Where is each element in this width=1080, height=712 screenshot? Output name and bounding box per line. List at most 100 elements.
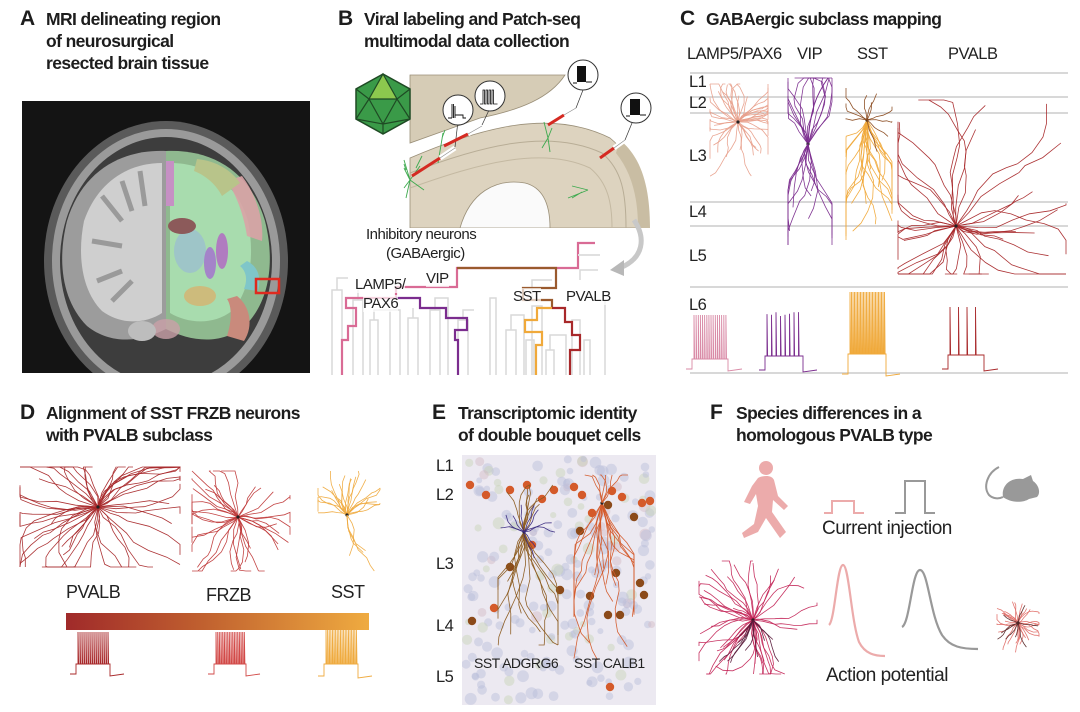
background-nucleus [518,584,528,593]
labeled-cell-dot [603,500,613,510]
tree-root-label: (GABAergic) [386,245,465,262]
background-nucleus [476,668,486,679]
sst-spike-trace [842,291,901,377]
pvalb-neuron [19,466,181,568]
background-nucleus [529,529,537,536]
neuron-morphologies [19,466,381,679]
background-nucleus [637,544,650,557]
background-nucleus [553,520,563,529]
pvalb-mouse-morphology [996,601,1040,653]
panel-c-title: C GABAergic subclass mapping [680,8,942,30]
vip-neuron [787,77,833,146]
panel-letter: D [20,401,35,424]
background-nucleus [572,626,581,635]
background-nucleus [623,639,634,651]
background-nucleus [510,614,520,624]
human-pvalb-axon [718,619,780,663]
background-nucleus [475,457,485,467]
panel-letter: E [432,401,446,424]
background-nucleus [589,456,602,469]
background-nucleus [557,476,567,486]
sst-axon [346,514,375,572]
background-nucleus [623,682,634,692]
background-nucleus [548,662,557,672]
column-header: LAMP5/PAX6 [687,45,782,63]
panel-letter: A [20,7,35,30]
background-nucleus [482,463,493,474]
panel-c: C GABAergic subclass mapping LAMP5/PAX6 … [660,0,1076,380]
background-nucleus [471,672,480,681]
background-nucleus [515,692,527,704]
cortex-slice-diagram [355,59,652,228]
background-nucleus [644,508,655,518]
taxonomy-dendrogram [331,241,606,375]
background-nucleus [517,670,529,683]
layer-label: L3 [436,555,454,573]
background-nucleus [640,529,652,542]
vip-neuron [787,143,833,245]
labeled-cell-dot [603,610,613,620]
background-nucleus [473,569,481,577]
column-header: PVALB [948,45,998,63]
mouse-pvalb-axon [997,605,1039,648]
branch-vip [396,296,469,375]
gradient-label-frzb: FRZB [206,585,252,605]
background-nucleus [576,589,586,599]
background-nucleus [559,484,571,496]
labeled-cell-dot [635,578,645,588]
background-nucleus [632,604,643,614]
background-nucleus [515,618,525,628]
background-nucleus [477,551,489,563]
labeled-cell-dot [617,492,627,502]
background-nucleus [504,675,515,686]
background-nucleus [477,680,486,689]
background-nucleus [484,618,493,627]
background-nucleus [567,508,578,518]
ephys-trace-bubble [442,94,474,126]
background-nucleus [617,597,627,607]
title-line: with PVALB subclass [46,425,213,445]
background-nucleus [468,590,479,602]
pvalb-spike-trace [70,631,125,677]
action-potential-human [828,563,886,658]
layer-label: L2 [689,94,707,112]
background-nucleus [476,477,483,484]
background-nucleus [464,692,477,705]
layer-label: L4 [689,203,707,221]
background-nucleus [489,551,500,562]
background-nucleus [494,484,504,495]
background-nucleus [491,467,501,476]
background-nucleus [613,581,620,589]
branch-sst-pvalb [457,266,558,308]
background-nucleus [555,468,566,478]
background-nucleus [529,626,536,634]
ephys-trace-bubble [474,80,506,112]
layer-boundary [690,96,1068,98]
lamp5-spike-trace [686,314,743,372]
color-gradient-bar [66,613,369,630]
background-nucleus [644,620,652,629]
background-nucleus [597,628,604,635]
neuron-morphologies [686,77,1067,377]
subclass-label-vip: VIP [426,270,449,287]
background-nucleus [498,544,508,554]
title-line: Viral labeling and Patch-seq [364,9,581,29]
panel-f-title: F Species differences in a homologous PV… [710,402,933,446]
title-line: resected brain tissue [46,53,209,73]
background-nucleus [488,576,501,588]
background-nucleus [462,634,473,645]
background-nucleus [467,652,477,662]
background-nucleus [580,455,587,463]
labeled-cell-dot [481,490,491,500]
current-injection-label: Current injection [822,518,952,539]
background-nucleus [487,555,496,565]
labeled-cell-dot [575,526,585,536]
background-nucleus [616,591,629,604]
background-nucleus [482,565,490,573]
background-nucleus [491,692,500,702]
background-nucleus [576,609,585,617]
background-nucleus [561,589,572,600]
resection-highlight-box [254,277,281,295]
background-nucleus [468,572,477,582]
walking-human-icon [742,461,788,538]
